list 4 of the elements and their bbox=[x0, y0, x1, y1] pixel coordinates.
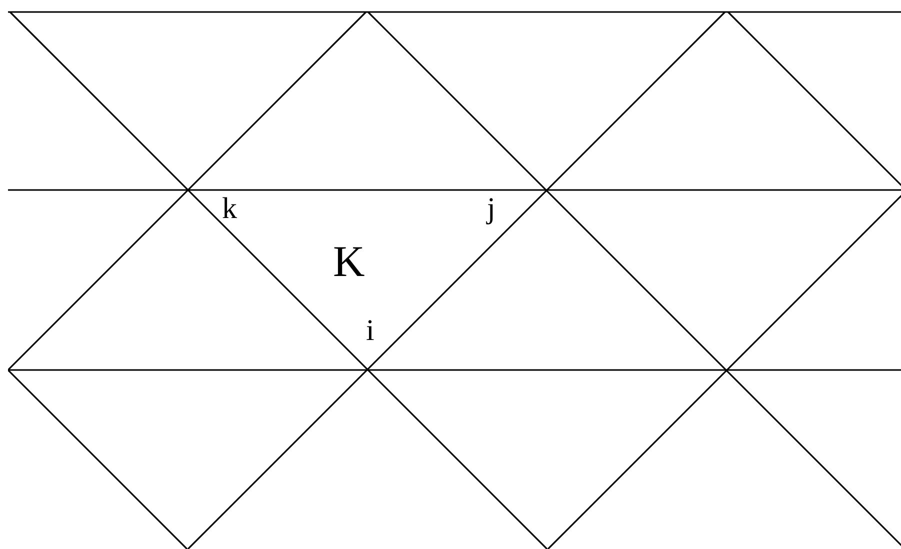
element-label: K bbox=[333, 240, 365, 284]
vertex-label: k bbox=[222, 194, 237, 224]
vertex-label: j bbox=[487, 194, 496, 224]
vertex-label: i bbox=[366, 316, 374, 346]
